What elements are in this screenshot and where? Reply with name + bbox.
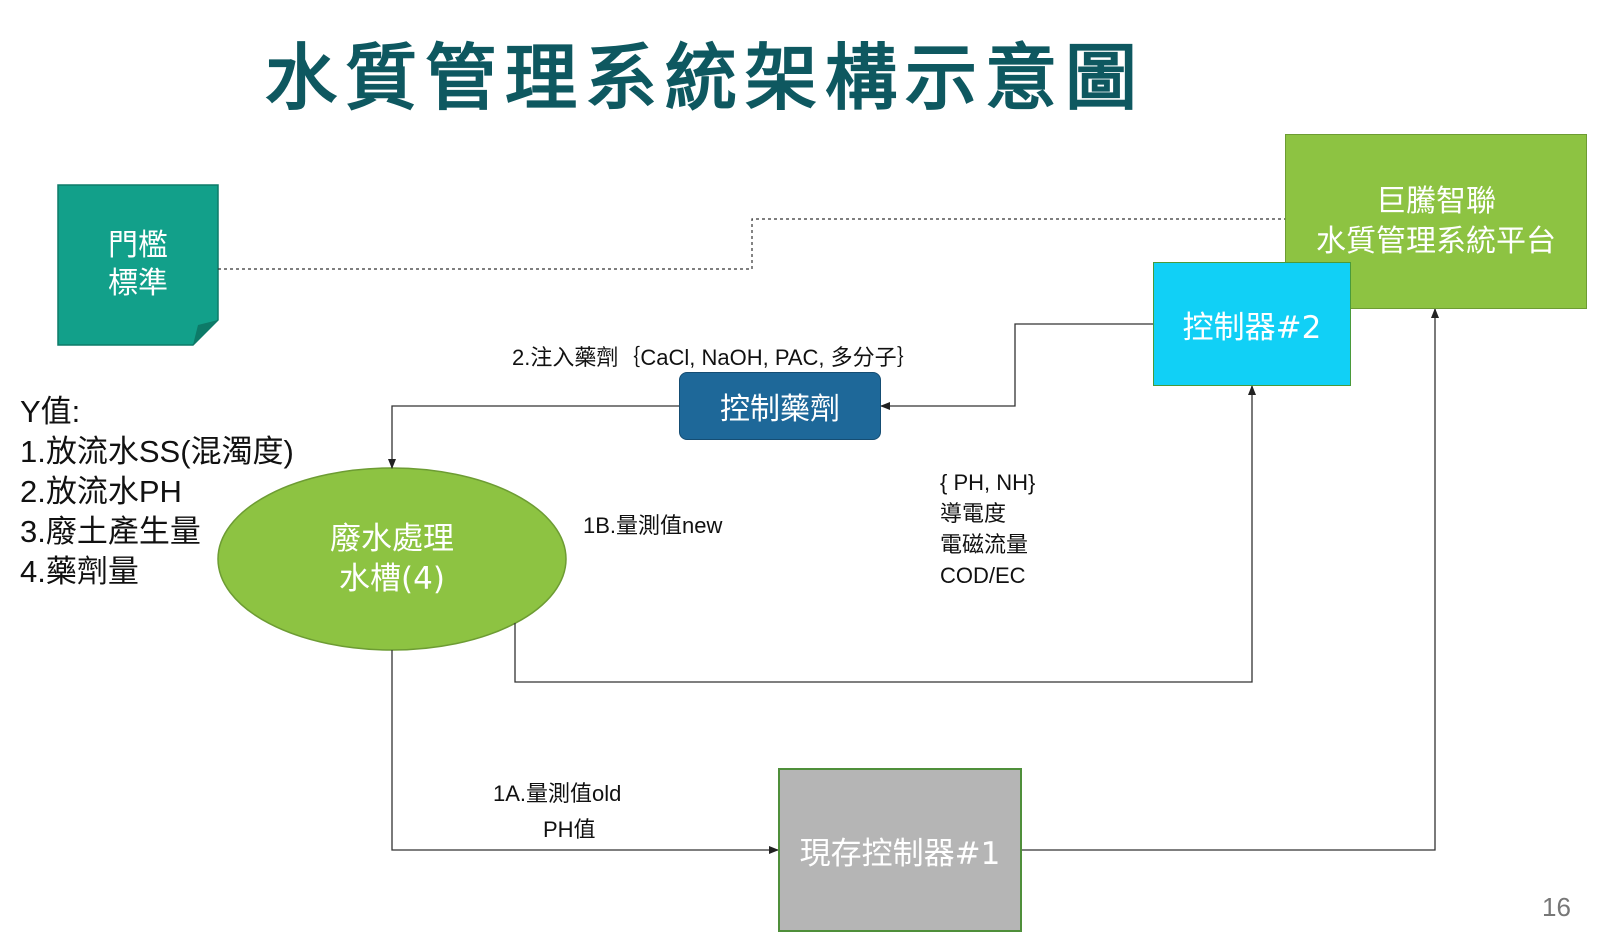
controller1-to-platform-arrow [1022,308,1439,851]
controller2-label: 控制器#2 [1182,309,1322,346]
page-title: 水質管理系統架構示意圖 [264,35,1145,120]
y-value-item: 4.藥劑量 [20,554,139,589]
controller1-label: 現存控制器#1 [799,835,1001,872]
sensor-list: { PH, NH} 導電度 電磁流量 COD/EC [940,467,1035,591]
y-value-item: 3.廢土產生量 [20,514,201,549]
tank-line1: 廢水處理 [330,521,454,557]
threshold-note-shape [57,184,219,346]
y-value-item: 1.放流水SS(混濁度) [20,434,294,469]
threshold-line2: 標準 [108,266,168,301]
platform-line2: 水質管理系統平台 [1316,223,1556,259]
inject-chemicals-note: 2.注入藥劑｛CaCl, NaOH, PAC, 多分子｝ [512,345,919,370]
y-values-heading: Y值: [20,394,81,429]
sensor-item: 電磁流量 [940,532,1029,557]
threshold-standard-node: 門檻 標準 [58,185,218,345]
platform-line1: 巨騰智聯 [1376,183,1496,219]
ph-value-note: PH值 [543,817,596,842]
measure-new-note: 1B.量測值new [583,513,723,538]
dosing-control-label: 控制藥劑 [720,392,840,427]
controller1-node: 現存控制器#1 [778,768,1022,932]
wastewater-tank-node: 廢水處理 水槽(4) [218,468,566,650]
sensor-item: { PH, NH} [940,470,1036,495]
sensor-item: 導電度 [940,501,1007,526]
page-number: 16 [1542,892,1571,922]
y-values-list: Y值: 1.放流水SS(混濁度) 2.放流水PH 3.廢土產生量 4.藥劑量 [20,392,294,592]
sensor-item: COD/EC [940,563,1026,588]
measure-old-note: 1A.量測值old [493,781,622,806]
dosing-control-node: 控制藥劑 [679,372,881,440]
threshold-platform-dashed-link [218,218,1285,270]
tank-to-controller2-arrow [514,385,1256,683]
controller2-node: 控制器#2 [1153,262,1351,386]
tank-line2: 水槽(4) [339,561,445,597]
dosing-to-tank-arrow [388,405,679,469]
tank-to-controller1-arrow [391,650,779,854]
threshold-line1: 門檻 [108,228,168,263]
controller2-to-dosing-arrow [880,323,1153,410]
y-value-item: 2.放流水PH [20,474,182,509]
